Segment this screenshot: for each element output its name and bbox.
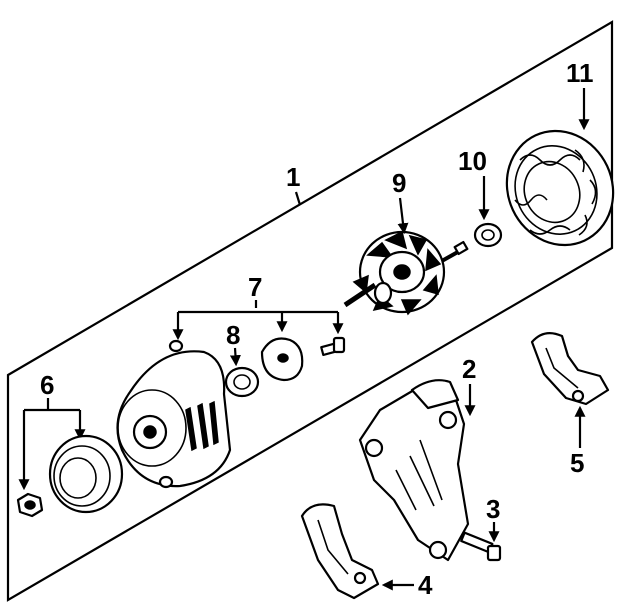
callout-5: 5 — [570, 448, 584, 478]
callout-3: 3 — [486, 494, 500, 524]
part-10-bearing — [473, 222, 503, 248]
assembly-outline — [6, 20, 614, 602]
callout-9-group: 9 — [392, 168, 409, 235]
retainer-plate — [260, 337, 304, 382]
part-11-rear-housing — [505, 129, 615, 247]
part-8-bearing — [224, 366, 260, 398]
part-6-pulley — [48, 434, 124, 514]
callout-6-group: 6 — [18, 370, 86, 491]
callout-11-group: 11 — [566, 58, 594, 131]
callout-4: 4 — [418, 570, 433, 600]
part-2-bracket — [358, 379, 470, 562]
callout-1-group: 1 — [286, 162, 302, 206]
part-5-shield — [530, 331, 610, 406]
callout-8-group: 8 — [226, 320, 241, 367]
callout-8: 8 — [226, 320, 240, 350]
callout-1: 1 — [286, 162, 300, 192]
front-housing — [116, 339, 232, 489]
callout-4-group: 4 — [381, 570, 433, 600]
part-6-nut — [16, 492, 44, 518]
callout-9: 9 — [392, 168, 406, 198]
callout-3-group: 3 — [486, 494, 500, 543]
retainer-screw — [320, 336, 346, 357]
callout-10-group: 10 — [458, 146, 490, 221]
callout-7-group: 7 — [172, 272, 344, 341]
callout-6: 6 — [40, 370, 54, 400]
callout-2-group: 2 — [462, 354, 476, 417]
callout-7: 7 — [248, 272, 262, 302]
part-9-rotor — [343, 230, 469, 316]
callout-2: 2 — [462, 354, 476, 384]
callout-10: 10 — [458, 146, 487, 176]
callout-5-group: 5 — [570, 405, 586, 478]
part-3-bolt — [460, 531, 502, 562]
part-4-shield — [300, 503, 380, 600]
callout-11: 11 — [566, 58, 594, 88]
